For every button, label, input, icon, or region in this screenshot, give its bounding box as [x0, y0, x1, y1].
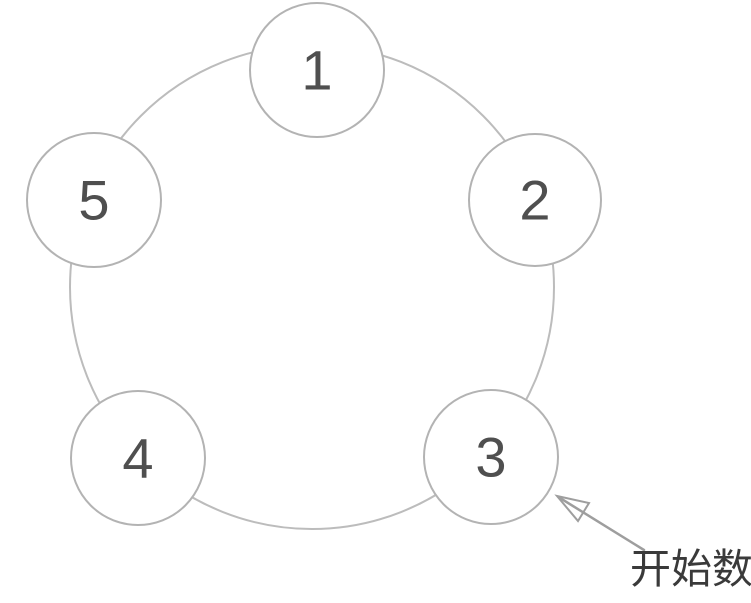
member-node-label-1: 1 [301, 39, 332, 102]
member-node-2 [468, 133, 602, 267]
member-node-label-3: 3 [475, 426, 506, 489]
member-node-1 [249, 2, 385, 138]
start-arrow-shaft [558, 496, 646, 552]
member-node-4 [70, 390, 206, 526]
member-node-label-2: 2 [519, 169, 550, 232]
start-arrow-head [554, 494, 591, 523]
member-node-5 [26, 132, 162, 268]
start-counting-label: 开始数 [630, 546, 751, 592]
member-node-3 [423, 389, 559, 525]
member-node-label-5: 5 [78, 169, 109, 232]
member-node-label-4: 4 [122, 427, 153, 490]
